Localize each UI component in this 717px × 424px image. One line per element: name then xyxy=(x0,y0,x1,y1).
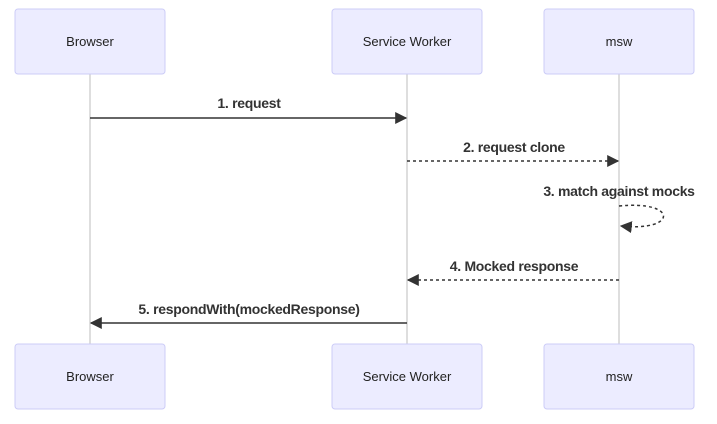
actor-browser-top-label: Browser xyxy=(66,34,114,49)
message-1-label: 1. request xyxy=(217,95,281,111)
message-2-label: 2. request clone xyxy=(463,139,565,155)
message-1-request: 1. request xyxy=(90,95,408,124)
actor-service-worker-bottom: Service Worker xyxy=(331,343,483,410)
actor-service-worker-top: Service Worker xyxy=(331,8,483,75)
actor-browser-bottom: Browser xyxy=(14,343,166,410)
message-4-mocked-response: 4. Mocked response xyxy=(406,258,619,286)
message-3-label: 3. match against mocks xyxy=(543,183,695,199)
actor-browser-bottom-label: Browser xyxy=(66,369,114,384)
actor-msw-top-label: msw xyxy=(606,34,633,49)
actor-msw-top: msw xyxy=(543,8,695,75)
message-5-label: 5. respondWith(mockedResponse) xyxy=(138,301,359,317)
message-4-label: 4. Mocked response xyxy=(450,258,579,274)
actor-service-worker-top-label: Service Worker xyxy=(363,34,452,49)
actor-msw-bottom: msw xyxy=(543,343,695,410)
message-5-respond-with: 5. respondWith(mockedResponse) xyxy=(89,301,407,329)
message-2-request-clone: 2. request clone xyxy=(407,139,620,167)
message-3-loop-arrow xyxy=(618,204,665,234)
actor-browser-top: Browser xyxy=(14,8,166,75)
actor-service-worker-bottom-label: Service Worker xyxy=(363,369,452,384)
actor-msw-bottom-label: msw xyxy=(606,369,633,384)
message-3-match-against-mocks: 3. match against mocks xyxy=(543,183,695,234)
